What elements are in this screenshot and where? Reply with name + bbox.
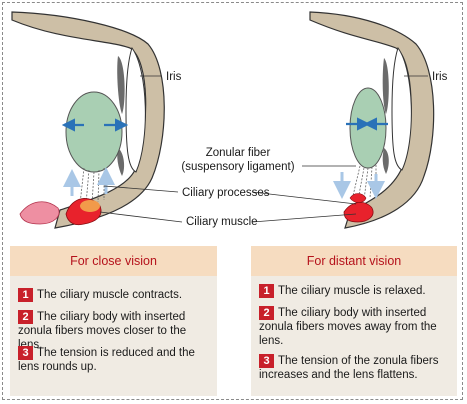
step-text: The ciliary body with inserted xyxy=(37,311,186,323)
step-badge: 3 xyxy=(259,354,274,368)
left-cornea xyxy=(125,46,146,173)
step-text: lens. xyxy=(259,335,284,347)
ciliary-processes-label: Ciliary processes xyxy=(182,187,270,199)
distant-vision-panel: For distant vision 1 The ciliary muscle i… xyxy=(251,246,457,396)
step-text: The tension is reduced and the xyxy=(37,347,195,359)
step-text: The ciliary body with inserted xyxy=(278,307,427,319)
step-badge: 1 xyxy=(259,284,274,298)
right-ciliary-muscle xyxy=(343,202,374,223)
distant-step-3: 3 The tension of the zonula fibers increa… xyxy=(259,354,451,382)
step-badge: 2 xyxy=(18,310,33,324)
left-iris xyxy=(117,56,125,114)
close-step-1: 1 The ciliary muscle contracts. xyxy=(18,288,211,302)
zonular-fiber-line1: Zonular fiber xyxy=(205,147,271,159)
left-sclera xyxy=(11,11,165,229)
close-step-3: 3 The tension is reduced and the lens rou… xyxy=(18,346,211,374)
leader-lines xyxy=(99,165,357,223)
step-text: increases and the lens flattens. xyxy=(259,369,418,381)
right-eye xyxy=(309,11,435,229)
step-text: zonula fibers moves away from the xyxy=(259,321,437,333)
zonular-fiber-line2: (suspensory ligament) xyxy=(181,161,295,173)
step-badge: 2 xyxy=(259,306,274,320)
dashed-frame xyxy=(2,2,463,400)
step-text: The tension of the zonula fibers xyxy=(278,355,439,367)
distant-vision-title: For distant vision xyxy=(251,246,457,276)
left-eye xyxy=(11,11,165,229)
distant-step-1: 1 The ciliary muscle is relaxed. xyxy=(259,284,451,298)
step-text: The ciliary muscle is relaxed. xyxy=(278,285,426,297)
close-vision-panel: For close vision 1 The ciliary muscle con… xyxy=(10,246,217,396)
left-lens xyxy=(65,91,123,173)
zonular-fiber-label: Zonular fiber (suspensory ligament) xyxy=(168,146,308,174)
close-vision-title: For close vision xyxy=(10,246,217,276)
step-text: The ciliary muscle contracts. xyxy=(37,289,183,301)
distant-step-2: 2 The ciliary body with inserted zonula f… xyxy=(259,306,451,348)
right-sclera xyxy=(309,11,435,229)
right-cornea xyxy=(391,46,412,171)
iris-label-right: Iris xyxy=(432,71,448,83)
iris-label-left: Iris xyxy=(166,71,182,83)
ciliary-muscle-label: Ciliary muscle xyxy=(186,216,258,228)
step-badge: 3 xyxy=(18,346,33,360)
right-lens xyxy=(349,87,387,169)
step-text: lens rounds up. xyxy=(18,361,97,373)
right-iris xyxy=(382,58,389,114)
step-badge: 1 xyxy=(18,288,33,302)
